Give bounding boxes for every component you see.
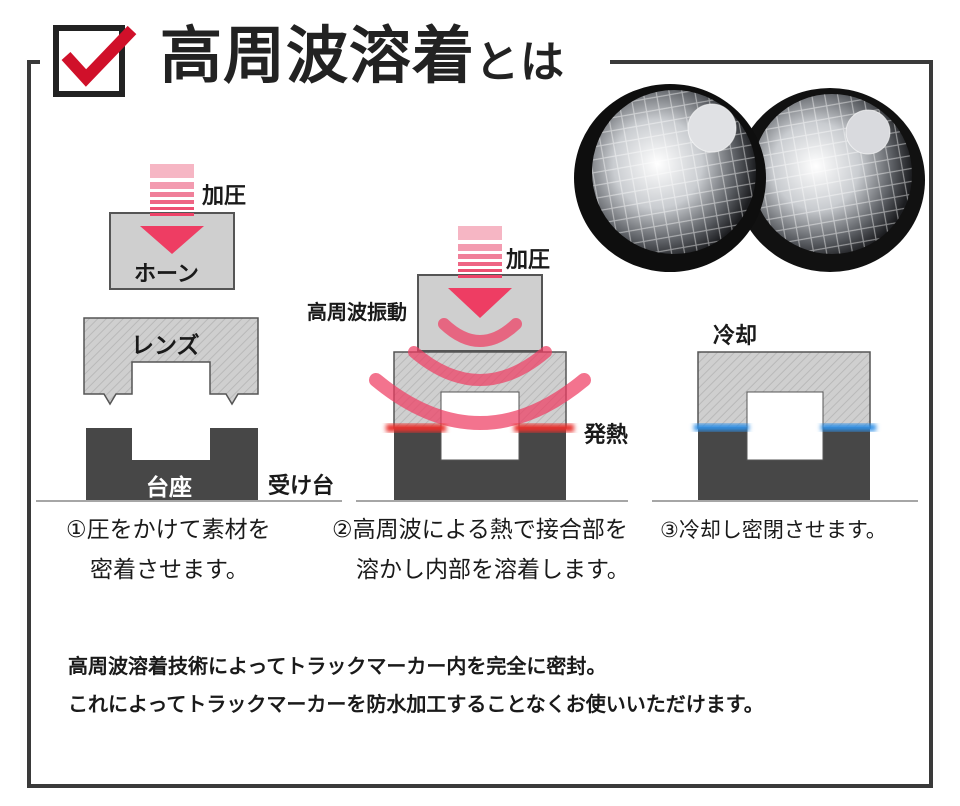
press-arrow-1 xyxy=(140,164,204,254)
note-line-1: 高周波溶着技術によってトラックマーカー内を完全に密封。 xyxy=(68,654,607,678)
pressure-label-1: 加圧 xyxy=(202,184,247,209)
heat-label: 発熱 xyxy=(584,423,629,448)
diagram-3 xyxy=(652,351,918,502)
cooling-lines xyxy=(694,424,876,431)
step-2-line-1: ②高周波による熱で接合部を xyxy=(332,517,628,543)
base-shape xyxy=(86,428,258,500)
step-2-line-2: 溶かし内部を溶着します。 xyxy=(356,557,630,583)
checkmark-icon xyxy=(53,25,137,97)
diagram-2 xyxy=(356,226,628,502)
vibration-label: 高周波振動 xyxy=(307,300,407,324)
title-background xyxy=(40,14,610,98)
press-arrow-2 xyxy=(448,226,512,318)
horn-label: ホーン xyxy=(134,262,199,287)
pressure-label-2: 加圧 xyxy=(506,248,551,273)
heat-lines xyxy=(386,424,574,432)
title-main: 高周波溶着 xyxy=(160,19,476,92)
note-line-2: これによってトラックマーカーを防水加工することなくお使いいただけます。 xyxy=(68,692,764,716)
truck-marker-lamps-image xyxy=(574,84,925,272)
step-1-line-2: 密着させます。 xyxy=(90,557,249,583)
cradle-label: 受け台 xyxy=(268,474,335,499)
lens-shape xyxy=(83,317,259,406)
cooling-label: 冷却 xyxy=(713,324,758,349)
step-1-line-1: ①圧をかけて素材を xyxy=(66,517,271,543)
base-label: 台座 xyxy=(146,475,192,501)
title-tail: とは xyxy=(475,37,566,88)
vibration-waves xyxy=(369,318,591,430)
step-3-line-1: ③冷却し密閉させます。 xyxy=(660,518,887,542)
cavity-3 xyxy=(746,391,824,461)
lens-label: レンズ xyxy=(131,333,200,359)
diagram-1 xyxy=(36,164,342,502)
page-title: 高周波溶着とは xyxy=(160,16,565,103)
